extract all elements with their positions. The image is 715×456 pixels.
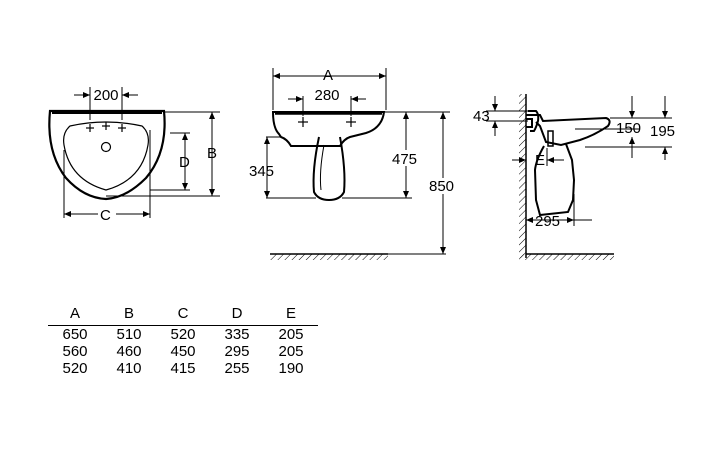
- table-cell: 520: [62, 360, 88, 377]
- wall-hatch: [519, 94, 527, 258]
- dim-c-label: C: [100, 207, 111, 224]
- drain-icon: [100, 141, 112, 153]
- table-cell: 255: [224, 360, 250, 377]
- column-header: E: [264, 305, 318, 326]
- table-cell: 190: [278, 360, 304, 377]
- basin-front-outline: [48, 109, 166, 201]
- side-view: A 280 345 475 850: [249, 67, 458, 260]
- table-row: 560 460 450 295 205: [48, 343, 318, 360]
- profile-extension-lines: [486, 110, 672, 226]
- table-cell: 510: [116, 326, 142, 343]
- pedestal-depth-label: 295: [535, 213, 560, 230]
- total-height-label: 850: [429, 178, 454, 195]
- column-header: B: [102, 305, 156, 326]
- column-header: D: [210, 305, 264, 326]
- basin-height-label: 475: [392, 151, 417, 168]
- dim-b-label: B: [207, 145, 217, 162]
- dim-e-label: E: [535, 152, 545, 169]
- table-cell: 205: [278, 326, 304, 343]
- dim-850-bg: [428, 178, 458, 194]
- side-holes: [298, 117, 356, 127]
- column-header: A: [48, 305, 102, 326]
- inner-height-label: 150: [616, 120, 641, 137]
- basin-profile-outline: [526, 110, 611, 217]
- table-row: 520 410 415 255 190: [48, 360, 318, 377]
- table-cell: 520: [170, 326, 196, 343]
- table-cell: 295: [224, 343, 250, 360]
- front-extension-lines: [63, 87, 220, 218]
- front-view: 200 B D C: [48, 87, 220, 224]
- side-extension-lines: [266, 68, 450, 199]
- bracket-offset-label: 43: [473, 108, 490, 125]
- table-cell: 650: [62, 326, 88, 343]
- table-cell: 335: [224, 326, 250, 343]
- table-cell: 415: [170, 360, 196, 377]
- table-cell: 205: [278, 343, 304, 360]
- pedestal-height-label: 345: [249, 163, 274, 180]
- column-header: C: [156, 305, 210, 326]
- floor-line: [270, 253, 446, 260]
- table-cell: 410: [116, 360, 142, 377]
- table-cell: 460: [116, 343, 142, 360]
- dimension-table: A B C D E 650 510 520 335 205 560 460 45…: [48, 305, 318, 377]
- tap-spacing-label: 200: [93, 87, 118, 104]
- outer-height-label: 195: [650, 123, 675, 140]
- dim-475-bg: [392, 150, 420, 166]
- hole-spacing-label: 280: [314, 87, 339, 104]
- dim-c-label-bg: [98, 205, 116, 221]
- table-header-row: A B C D E: [48, 305, 318, 326]
- table-cell: 560: [62, 343, 88, 360]
- floor-hatch: [519, 253, 614, 260]
- dim-a-label: A: [323, 67, 333, 84]
- basin-side-outline: [271, 111, 386, 202]
- profile-view: 43 150 195 E 295: [473, 94, 675, 260]
- tap-holes: [86, 122, 126, 132]
- table-row: 650 510 520 335 205: [48, 326, 318, 344]
- dim-d-label: D: [179, 154, 190, 171]
- table-cell: 450: [170, 343, 196, 360]
